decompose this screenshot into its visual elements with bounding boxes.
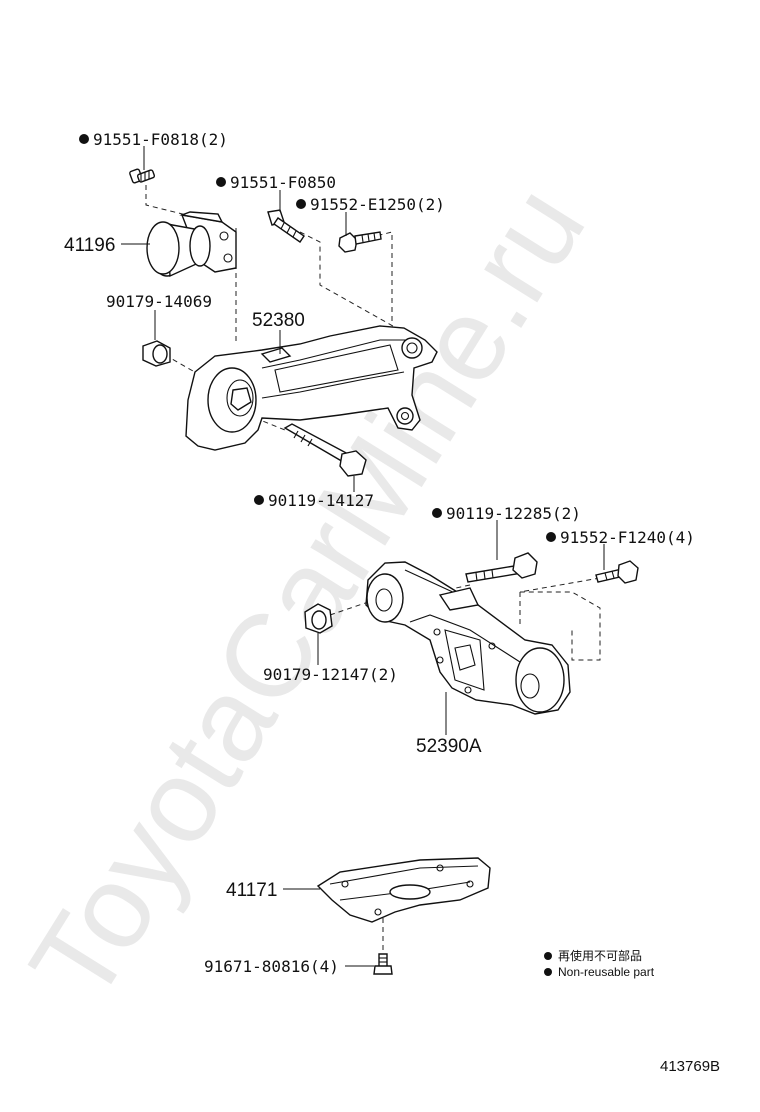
label-90119-14127[interactable]: 90119-14127 [268, 491, 374, 510]
label-90119-12285[interactable]: 90119-12285(2) [446, 504, 581, 523]
legend-line-2: Non-reusable part [558, 965, 655, 979]
cover-41171[interactable] [316, 857, 491, 923]
figure-number: 413769B [660, 1058, 720, 1075]
label-91552-e1250[interactable]: 91552-E1250(2) [310, 195, 445, 214]
nut-90179-14069[interactable] [142, 340, 171, 367]
legend-line-1: 再使用不可部品 [558, 948, 642, 963]
bracket-52390a[interactable] [365, 561, 571, 715]
label-91551-f0850[interactable]: 91551-F0850 [230, 173, 336, 192]
label-52380[interactable]: 52380 [252, 310, 305, 331]
label-52390a[interactable]: 52390A [416, 736, 482, 757]
label-91671-80816[interactable]: 91671-80816(4) [204, 957, 339, 976]
non-reusable-marker [546, 532, 556, 542]
label-91551-f0818[interactable]: 91551-F0818(2) [93, 130, 228, 149]
bolt-91551-f0850[interactable] [267, 209, 305, 243]
non-reusable-marker [216, 177, 226, 187]
bolt-91671-80816[interactable] [373, 953, 393, 975]
bolt-90119-12285[interactable] [465, 552, 538, 583]
bracket-52380[interactable] [185, 325, 438, 451]
bolt-91552-f1240[interactable] [595, 560, 639, 584]
legend-marker-2 [544, 968, 552, 976]
leader-lines-bottom [283, 888, 374, 967]
label-41196[interactable]: 41196 [64, 235, 115, 256]
assembly-lines-middle [329, 577, 601, 661]
non-reusable-marker [296, 199, 306, 209]
bolt-91551-f0818[interactable] [129, 168, 156, 184]
legend-marker-1 [544, 952, 552, 960]
label-90179-14069[interactable]: 90179-14069 [106, 292, 212, 311]
non-reusable-marker [432, 508, 442, 518]
bolt-91552-e1250[interactable] [338, 231, 382, 253]
non-reusable-marker [79, 134, 89, 144]
damper-41196[interactable] [146, 211, 237, 278]
bolt-90119-14127[interactable] [283, 423, 367, 477]
non-reusable-marker [254, 495, 264, 505]
legend: 再使用不可部品 Non-reusable part [544, 948, 655, 979]
leader-lines-middle [317, 520, 605, 735]
label-41171[interactable]: 41171 [226, 880, 277, 901]
part-labels: 91551-F0818(2) 91551-F0850 91552-E1250(2… [64, 130, 695, 976]
label-91552-f1240[interactable]: 91552-F1240(4) [560, 528, 695, 547]
label-90179-12147[interactable]: 90179-12147(2) [263, 665, 398, 684]
nut-90179-12147[interactable] [304, 603, 333, 634]
leader-lines-top [121, 146, 355, 492]
